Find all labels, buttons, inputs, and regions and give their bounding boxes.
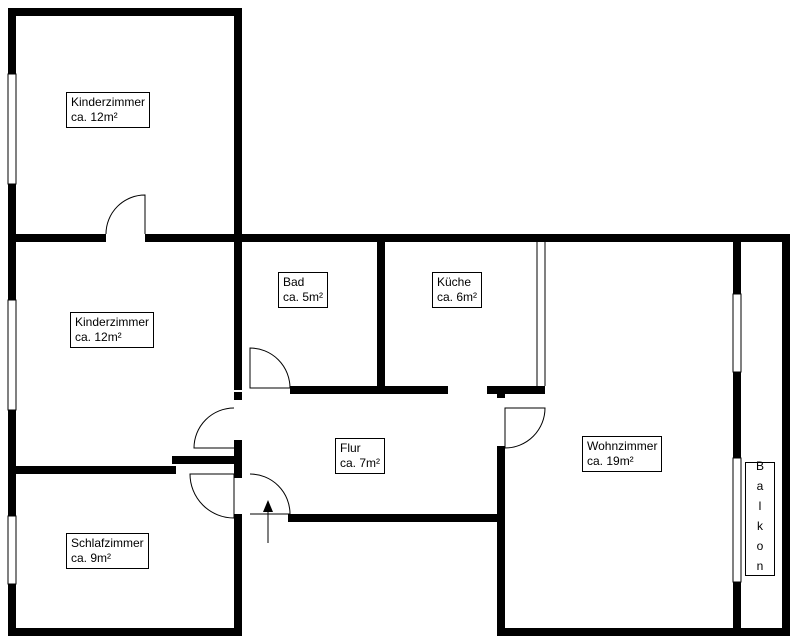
room-label-wohnzimmer: Wohnzimmer ca. 19m² (582, 436, 663, 472)
room-area: ca. 6m² (437, 290, 478, 304)
room-name: Flur (340, 441, 361, 455)
room-label-bad: Bad ca. 5m² (278, 272, 329, 308)
room-label-kinderzimmer-2: Kinderzimmer ca. 12m² (70, 312, 155, 348)
balcony-label: Balkon (745, 459, 775, 579)
room-name: Küche (437, 275, 472, 289)
room-area: ca. 9m² (71, 551, 112, 565)
room-label-flur: Flur ca. 7m² (335, 438, 386, 474)
door-swings (105, 194, 546, 519)
room-area: ca. 5m² (283, 290, 324, 304)
entrance-arrow (263, 500, 273, 543)
room-label-kueche: Küche ca. 6m² (432, 272, 483, 308)
room-area: ca. 12m² (75, 330, 122, 344)
room-name: Schlafzimmer (71, 536, 144, 550)
balcony-text: Balkon (753, 459, 767, 579)
room-name: Kinderzimmer (75, 315, 150, 329)
room-label-kinderzimmer-1: Kinderzimmer ca. 12m² (66, 92, 151, 128)
room-area: ca. 12m² (71, 110, 118, 124)
room-area: ca. 19m² (587, 454, 634, 468)
room-area: ca. 7m² (340, 456, 381, 470)
windows (7, 73, 742, 585)
kitchen-glass-partition (536, 242, 546, 386)
room-name: Wohnzimmer (587, 439, 658, 453)
room-label-schlafzimmer: Schlafzimmer ca. 9m² (66, 533, 149, 569)
room-name: Kinderzimmer (71, 95, 146, 109)
room-name: Bad (283, 275, 305, 289)
